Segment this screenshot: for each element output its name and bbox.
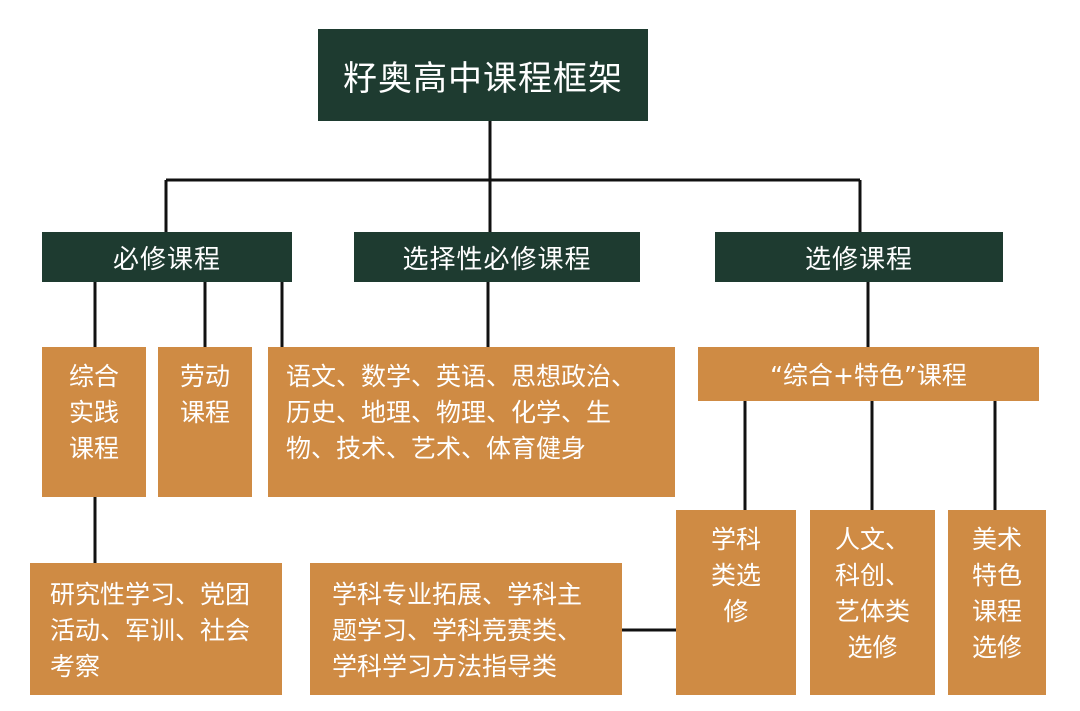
box-comprehensive-practice: 综合 实践 课程 — [42, 347, 146, 497]
box-comprehensive-feature: “综合+特色”课程 — [698, 347, 1039, 401]
category-elective: 选修课程 — [715, 232, 1003, 282]
category-required: 必修课程 — [42, 232, 292, 282]
box-subject-detail: 学科专业拓展、学科主 题学习、学科竞赛类、 学科学习方法指导类 — [310, 563, 622, 695]
box-practice-detail: 研究性学习、党团 活动、军训、社会 考察 — [30, 563, 282, 695]
category-selective-required: 选择性必修课程 — [354, 232, 640, 282]
box-subject-elective: 学科 类选 修 — [676, 510, 796, 695]
page-title: 籽奥高中课程框架 — [318, 29, 648, 121]
box-art-elective: 美术 特色 课程 选修 — [948, 510, 1046, 695]
box-humanities-elective: 人文、 科创、 艺体类 选修 — [810, 510, 935, 695]
box-labor: 劳动 课程 — [158, 347, 252, 497]
box-subjects: 语文、数学、英语、思想政治、 历史、地理、物理、化学、生 物、技术、艺术、体育健… — [268, 347, 675, 497]
